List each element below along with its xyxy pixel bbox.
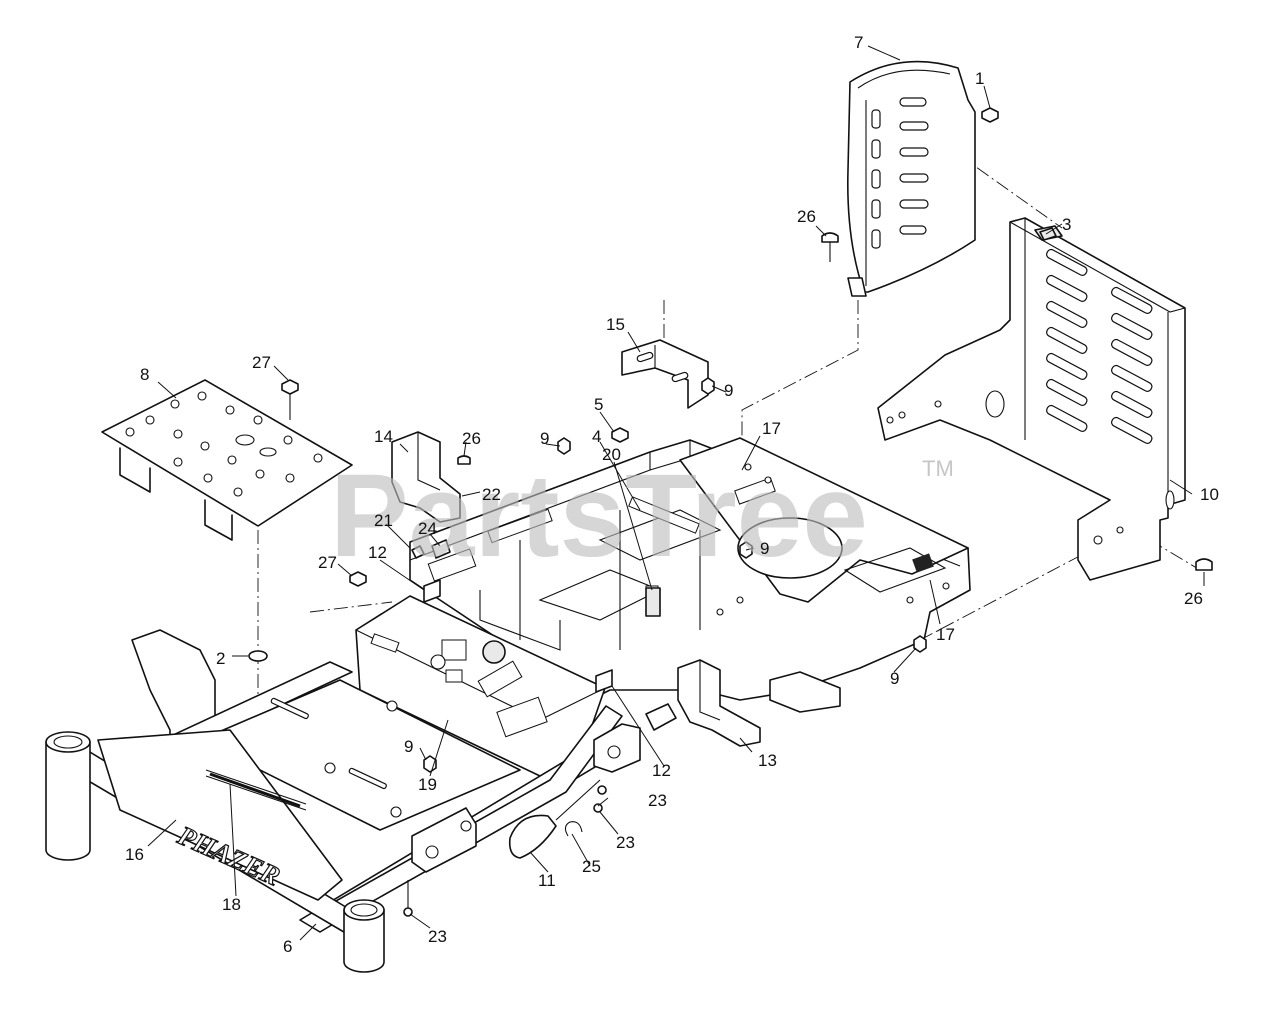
callout-15: 15 xyxy=(606,315,625,334)
part-3-label xyxy=(1039,227,1057,241)
callout-11: 11 xyxy=(538,871,556,890)
callout-17-b: 17 xyxy=(936,625,955,644)
callouts: 1 2 3 4 5 6 7 8 9 9 9 9 9 10 11 12 12 13… xyxy=(125,33,1219,956)
callout-12-b: 12 xyxy=(652,761,671,780)
part-10-rear-panel xyxy=(877,217,1186,581)
callout-6: 6 xyxy=(283,937,292,956)
callout-7: 7 xyxy=(854,33,863,52)
part-25-clip xyxy=(564,821,583,837)
callout-27-b: 27 xyxy=(318,553,337,572)
callout-16: 16 xyxy=(125,845,144,864)
callout-2: 2 xyxy=(216,649,225,668)
callout-13: 13 xyxy=(758,751,777,770)
part-7-side-shield xyxy=(847,60,976,297)
callout-9-d: 9 xyxy=(890,669,899,688)
callout-9-b: 9 xyxy=(540,429,549,448)
part-21-decal xyxy=(411,545,425,559)
callout-14: 14 xyxy=(374,427,393,446)
callout-27-a: 27 xyxy=(252,353,271,372)
part-27-bolt-mid xyxy=(349,571,367,587)
assembly-line-7-17 xyxy=(741,300,859,470)
part-19-console xyxy=(355,595,606,777)
callout-12-a: 12 xyxy=(368,543,387,562)
callout-9-e: 9 xyxy=(404,737,413,756)
callout-4: 4 xyxy=(592,427,601,446)
watermark-trademark: TM xyxy=(922,456,954,481)
part-20-decal xyxy=(645,587,661,617)
part-9-nut-4 xyxy=(913,635,927,653)
callout-21: 21 xyxy=(374,511,393,530)
assembly-line-27-left xyxy=(309,601,393,613)
part-26-pin-mid xyxy=(457,455,471,465)
callout-26-a: 26 xyxy=(797,207,816,226)
part-9-nut-1 xyxy=(701,377,715,395)
part-23-fitting-2 xyxy=(597,785,607,795)
part-23-fitting-1 xyxy=(593,803,603,813)
callout-9-a: 9 xyxy=(724,381,733,400)
callout-9-c: 9 xyxy=(760,539,769,558)
part-27-bolt-top xyxy=(281,379,299,395)
callout-24: 24 xyxy=(418,519,437,538)
callout-17-a: 17 xyxy=(762,419,781,438)
hardware xyxy=(248,107,1213,917)
part-26-pin-right xyxy=(1195,558,1213,571)
part-5-screw xyxy=(611,427,629,443)
part-11-handle xyxy=(508,814,557,859)
callout-8: 8 xyxy=(140,365,149,384)
part-18-strip xyxy=(209,772,301,808)
part-10-slots xyxy=(1046,248,1153,444)
watermark: PartsTree TM xyxy=(330,450,954,582)
callout-10: 10 xyxy=(1200,485,1219,504)
callout-3: 3 xyxy=(1062,215,1071,234)
callout-23-b: 23 xyxy=(616,833,635,852)
part-2-plug xyxy=(248,650,268,662)
part-1-bolt xyxy=(981,107,999,123)
callout-26-c: 26 xyxy=(462,429,481,448)
callout-23-a: 23 xyxy=(648,791,667,810)
part-7-slots xyxy=(871,97,929,249)
callout-26-b: 26 xyxy=(1184,589,1203,608)
part-15-bracket xyxy=(621,339,709,409)
callout-22: 22 xyxy=(482,485,501,504)
leader-lines xyxy=(147,45,1205,941)
callout-20: 20 xyxy=(602,445,621,464)
callout-1: 1 xyxy=(975,69,984,88)
main-frame xyxy=(409,437,971,713)
watermark-text: PartsTree xyxy=(330,450,868,582)
part-8-holes xyxy=(125,391,323,497)
part-9-nut-2 xyxy=(557,437,571,455)
callout-5: 5 xyxy=(594,395,603,414)
part-12-clip-left xyxy=(423,579,441,603)
callout-19: 19 xyxy=(418,775,437,794)
part-24-decal xyxy=(431,539,451,559)
callout-18: 18 xyxy=(222,895,241,914)
callout-25: 25 xyxy=(582,857,601,876)
part-8-floor-pan xyxy=(101,379,353,541)
callout-23-c: 23 xyxy=(428,927,447,946)
part-13-bracket xyxy=(677,659,761,747)
part-14-bracket xyxy=(391,431,461,523)
